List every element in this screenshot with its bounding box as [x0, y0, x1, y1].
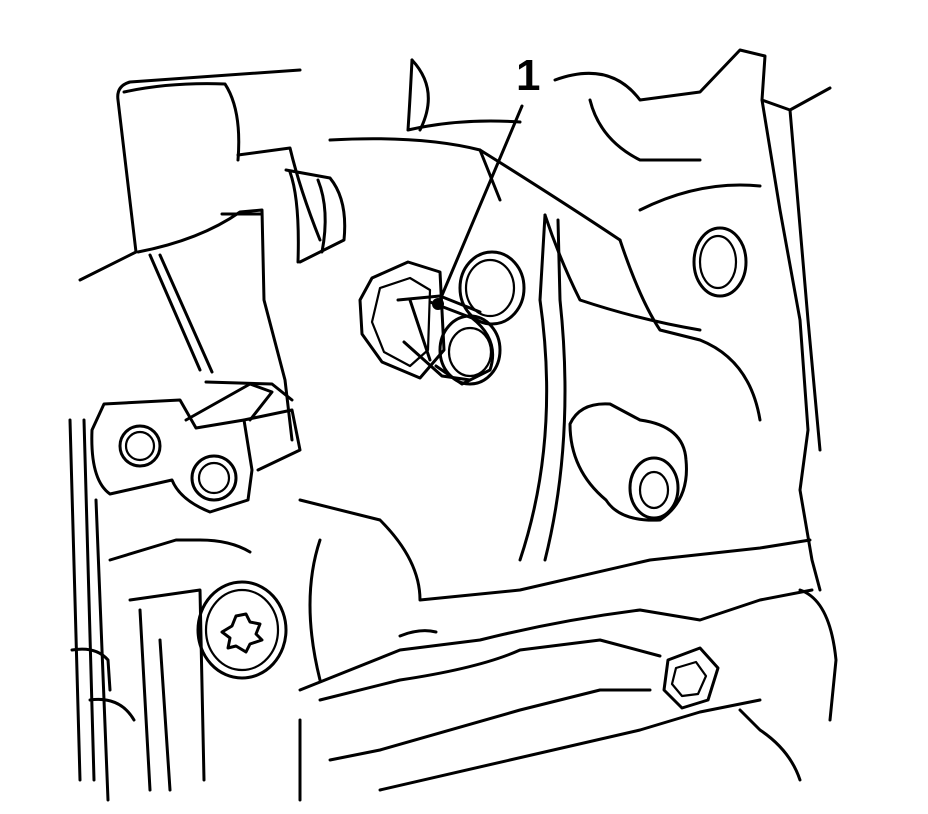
- round-boss: [692, 226, 748, 298]
- callout-leader-line: [438, 104, 524, 302]
- hex-bolt: [662, 646, 720, 710]
- main-casting: [328, 48, 832, 592]
- lower-casting: [298, 498, 838, 802]
- sensor-pointer-dot: [432, 298, 444, 310]
- sensor-assembly: [358, 260, 502, 386]
- upper-left-housing: [78, 68, 322, 442]
- torx-bolt: [196, 580, 288, 680]
- threaded-boss: [568, 402, 688, 522]
- left-frame-strips: [68, 418, 252, 802]
- bore-opening: [458, 250, 526, 326]
- mounting-bracket: [90, 380, 302, 514]
- cylindrical-stub: [284, 168, 347, 264]
- callout-label-1: 1: [516, 51, 541, 100]
